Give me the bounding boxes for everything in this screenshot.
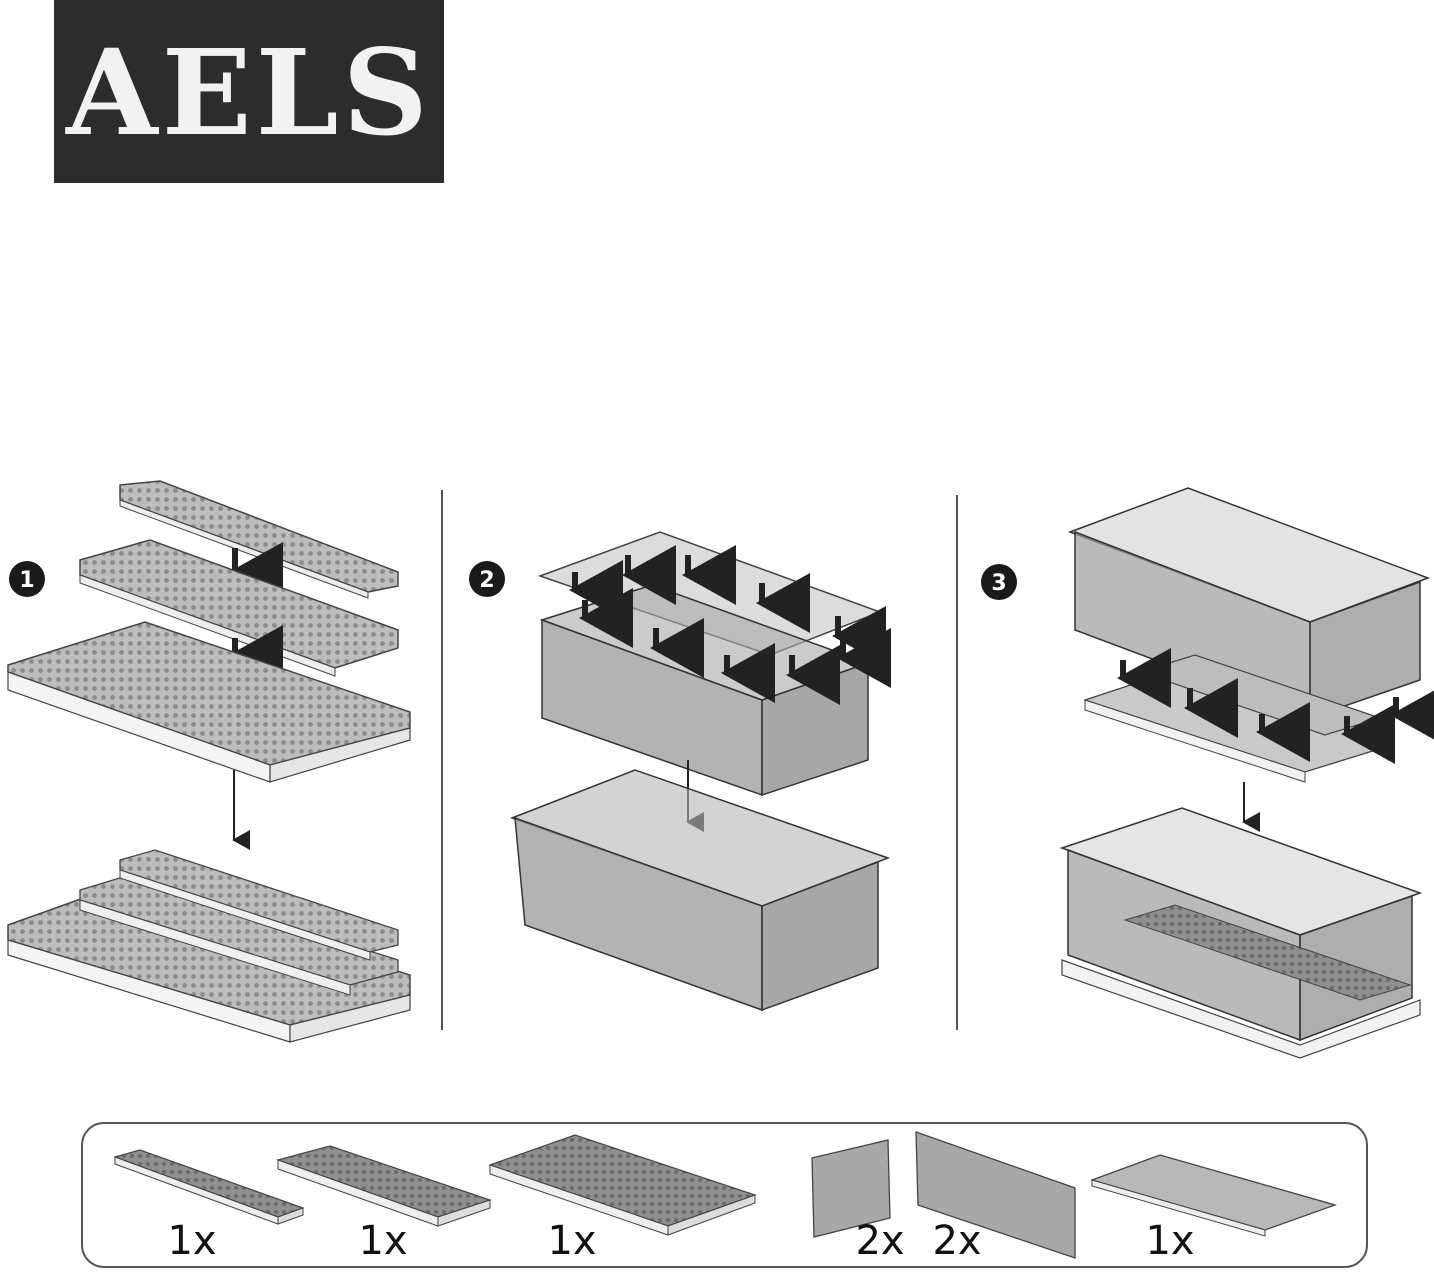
svg-text:1: 1 xyxy=(19,568,34,593)
display-case-top xyxy=(1067,487,1431,720)
step-3-arrows xyxy=(1117,648,1434,764)
logo-text: AELS xyxy=(66,23,432,162)
part-5-quantity: 2x xyxy=(932,1218,981,1264)
svg-text:2: 2 xyxy=(479,568,494,593)
part-large-baseplate: 1x xyxy=(488,1134,757,1264)
svg-text:3: 3 xyxy=(991,571,1006,596)
part-narrow-baseplate: 1x xyxy=(113,1149,305,1264)
part-3-quantity: 1x xyxy=(547,1218,596,1264)
step-1-illustration xyxy=(7,480,411,1043)
brand-logo: AELS xyxy=(54,0,444,183)
step-2-illustration xyxy=(509,531,891,1012)
part-top-panel: 1x xyxy=(1089,1154,1338,1264)
step-badge-2: 2 xyxy=(469,561,505,597)
lower-wall-frame xyxy=(509,769,891,1012)
part-4-quantity: 2x xyxy=(855,1218,904,1264)
part-long-side-panel: 2x xyxy=(915,1131,1076,1264)
assembled-display-case xyxy=(1059,807,1423,1059)
assembled-stand xyxy=(7,849,411,1043)
large-plate xyxy=(7,621,411,783)
part-short-side-panel: 2x xyxy=(811,1139,905,1264)
part-6-quantity: 1x xyxy=(1145,1218,1194,1264)
part-2-quantity: 1x xyxy=(358,1218,407,1264)
step-badge-1: 1 xyxy=(9,561,45,597)
step-2-arrows xyxy=(569,545,891,705)
step-badge-3: 3 xyxy=(981,564,1017,600)
part-medium-baseplate: 1x xyxy=(275,1145,492,1264)
step-3-illustration xyxy=(1059,487,1434,1059)
part-1-quantity: 1x xyxy=(167,1218,216,1264)
